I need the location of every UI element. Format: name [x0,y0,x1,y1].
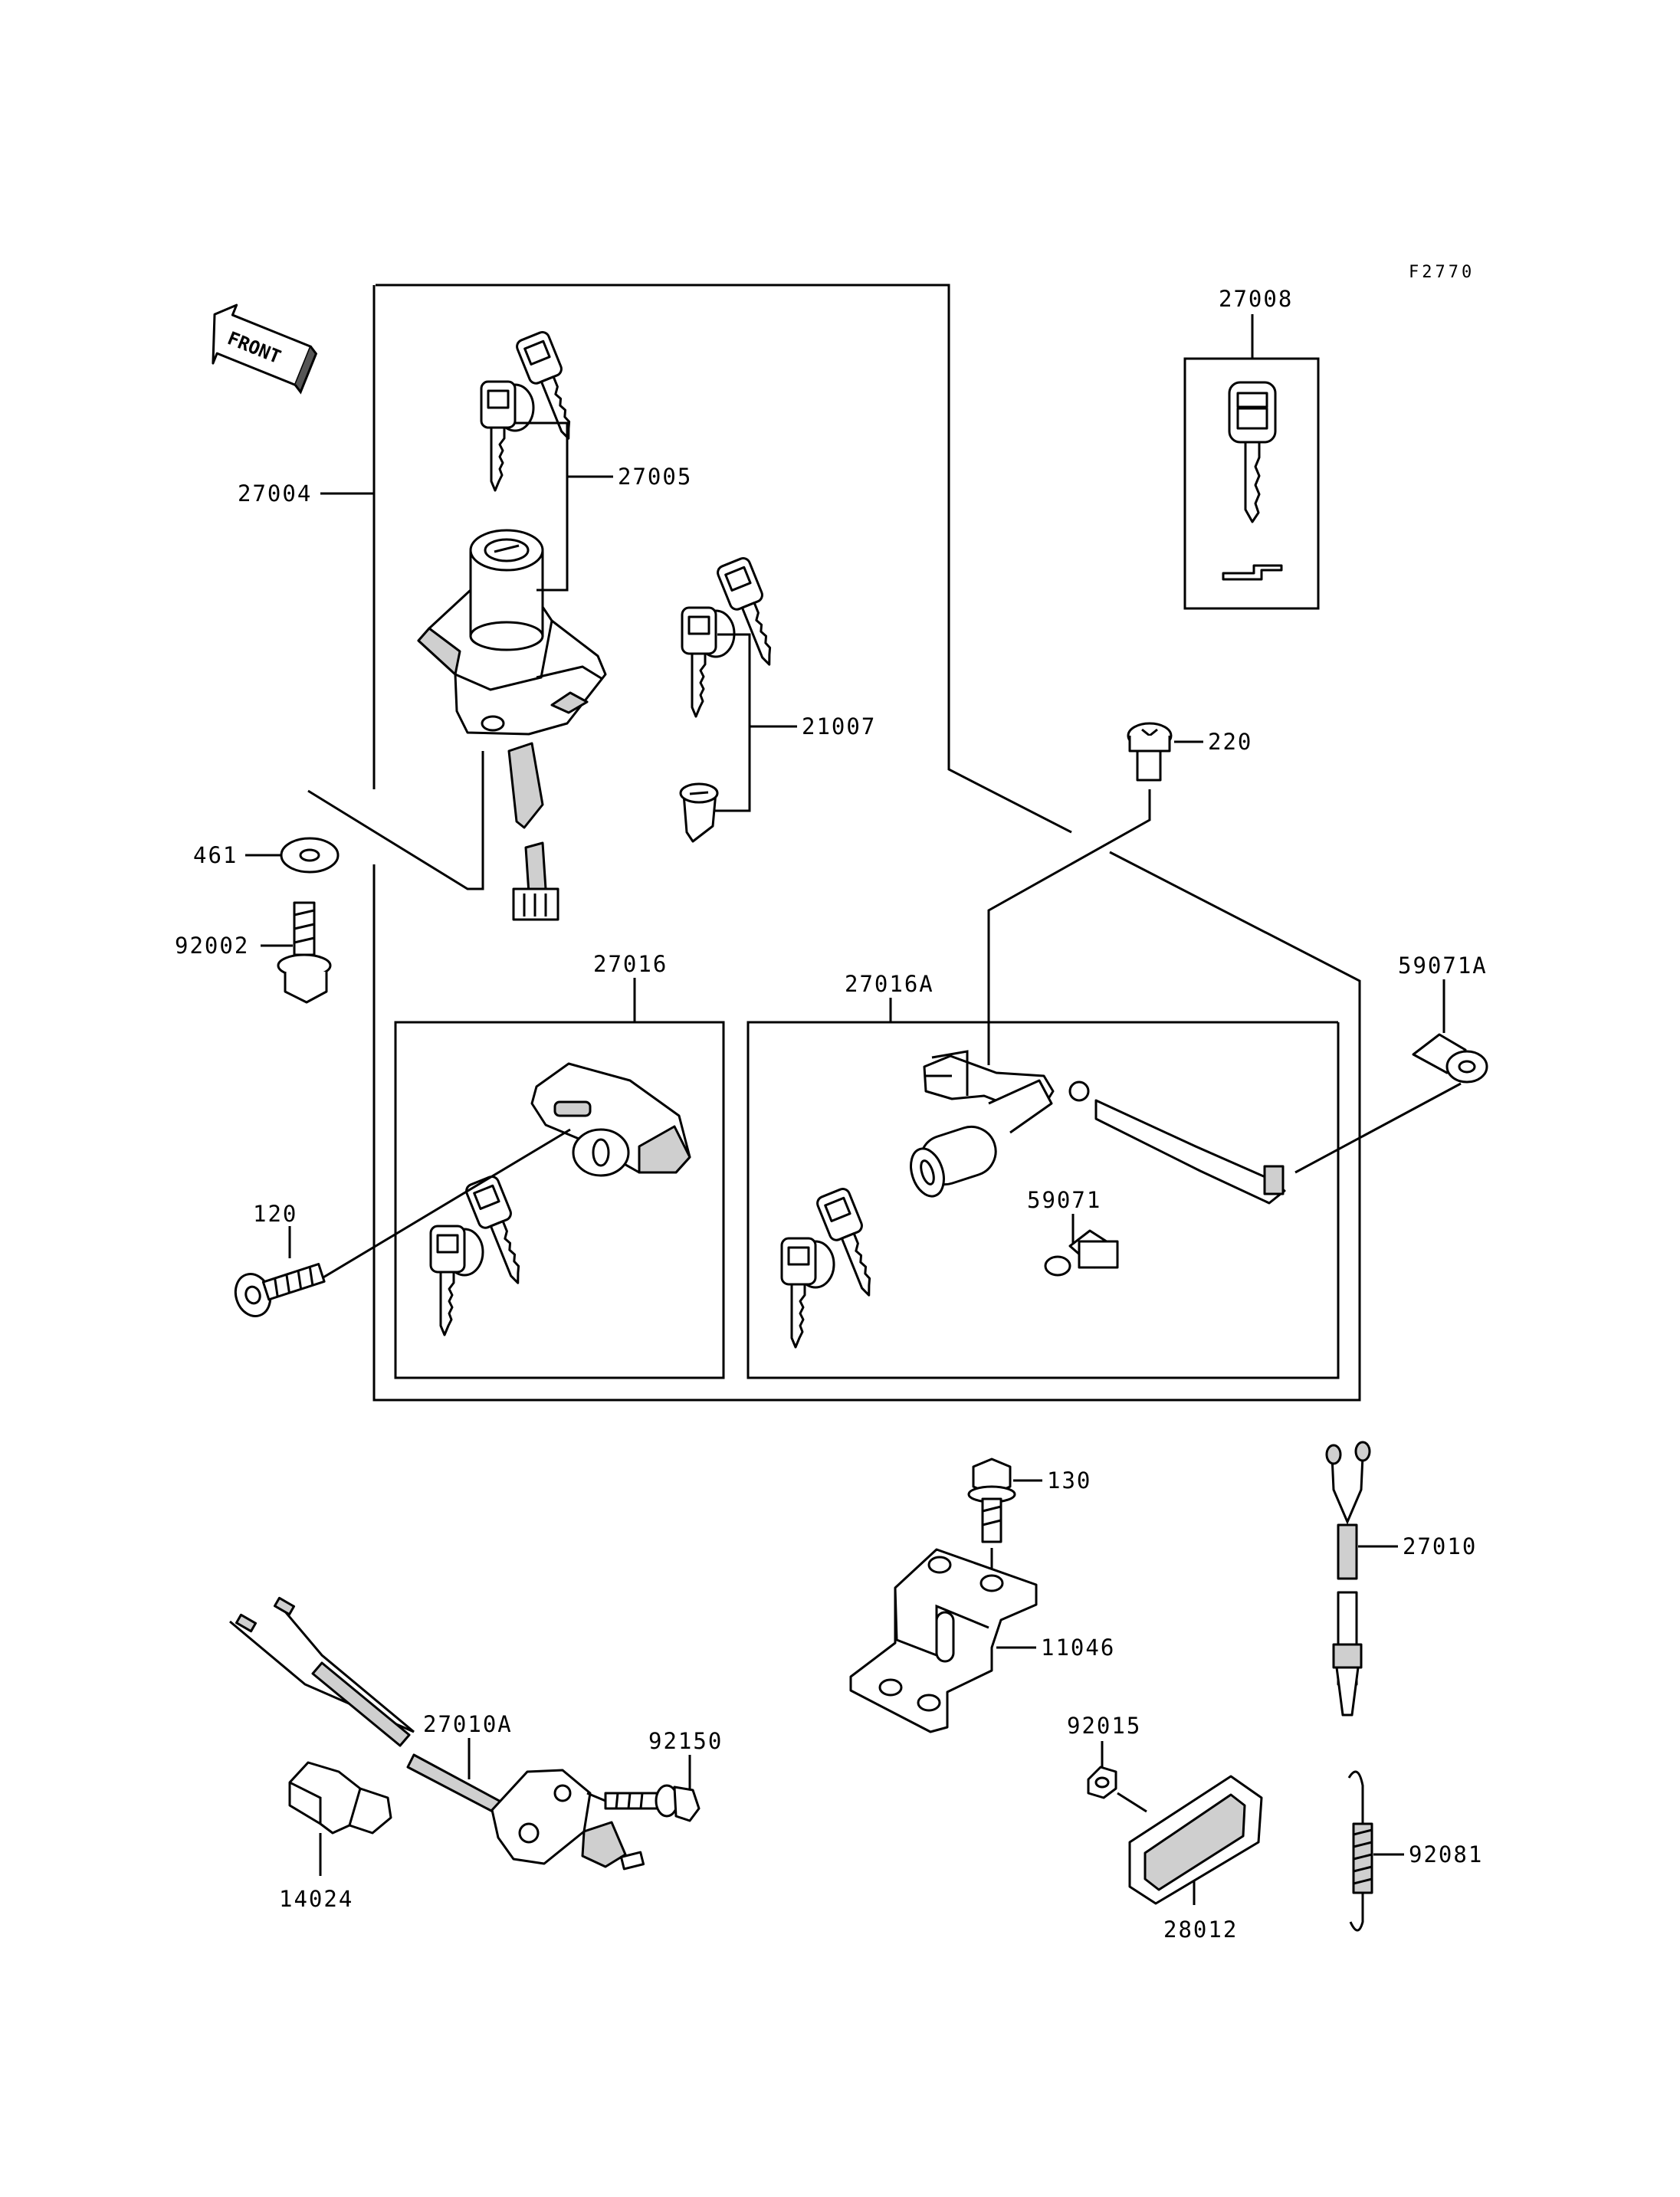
front-arrow-icon: FRONT [212,303,318,395]
switch-27010-part [1325,1441,1371,1717]
bracket-part [849,1548,1038,1733]
helmet-lock-keys-part [782,1187,888,1347]
label-92150: 92150 [648,1728,723,1754]
bolt-220-part [1127,722,1173,782]
label-59071: 59071 [1027,1187,1101,1213]
bolt-130-part [967,1458,1016,1543]
screw-92150-part [604,1784,701,1822]
clamp-59071a-part [1412,1033,1488,1084]
helmet-lock-box [746,998,1340,1379]
screw-part [234,1263,326,1317]
label-92015: 92015 [1067,1713,1141,1739]
label-14024: 14024 [279,1886,353,1912]
label-461: 461 [193,842,238,868]
label-27010: 27010 [1403,1533,1477,1559]
key-blank-box [1183,314,1320,610]
ignition-switch-part [417,529,607,921]
helmet-lock-part [910,1050,1286,1205]
figure-code: F2770 [1409,263,1475,282]
label-27005: 27005 [618,464,692,490]
label-220: 220 [1208,729,1252,755]
label-27008: 27008 [1219,286,1293,312]
label-92002: 92002 [175,933,249,959]
label-27016: 27016 [593,951,668,977]
label-11046: 11046 [1041,1635,1115,1661]
key-set-part [682,556,788,716]
label-27016a: 27016A [845,971,934,997]
ignition-kit-box [320,284,1361,1402]
switch-27010a-part [229,1596,645,1871]
nut-part [1087,1766,1117,1799]
ignition-keys-part [481,330,587,490]
bolt-part [277,901,332,1004]
label-130: 130 [1047,1467,1091,1494]
washer-part [280,837,340,874]
label-59071a: 59071A [1398,953,1488,979]
label-21007: 21007 [802,713,876,739]
label-27004: 27004 [238,480,312,507]
label-120: 120 [253,1201,297,1227]
label-28012: 28012 [1163,1917,1238,1943]
clamp-59071-part [1044,1229,1119,1277]
sensor-part [288,1761,392,1835]
spring-part [1347,1770,1373,1932]
label-27010a: 27010A [423,1711,513,1737]
lock-cylinder-plug-part [679,782,719,843]
seat-lock-keys-part [431,1175,536,1335]
label-92081: 92081 [1409,1841,1483,1867]
seat-lock-part [530,1062,691,1177]
seat-lock-box [394,978,725,1379]
reflector-part [1128,1775,1263,1905]
